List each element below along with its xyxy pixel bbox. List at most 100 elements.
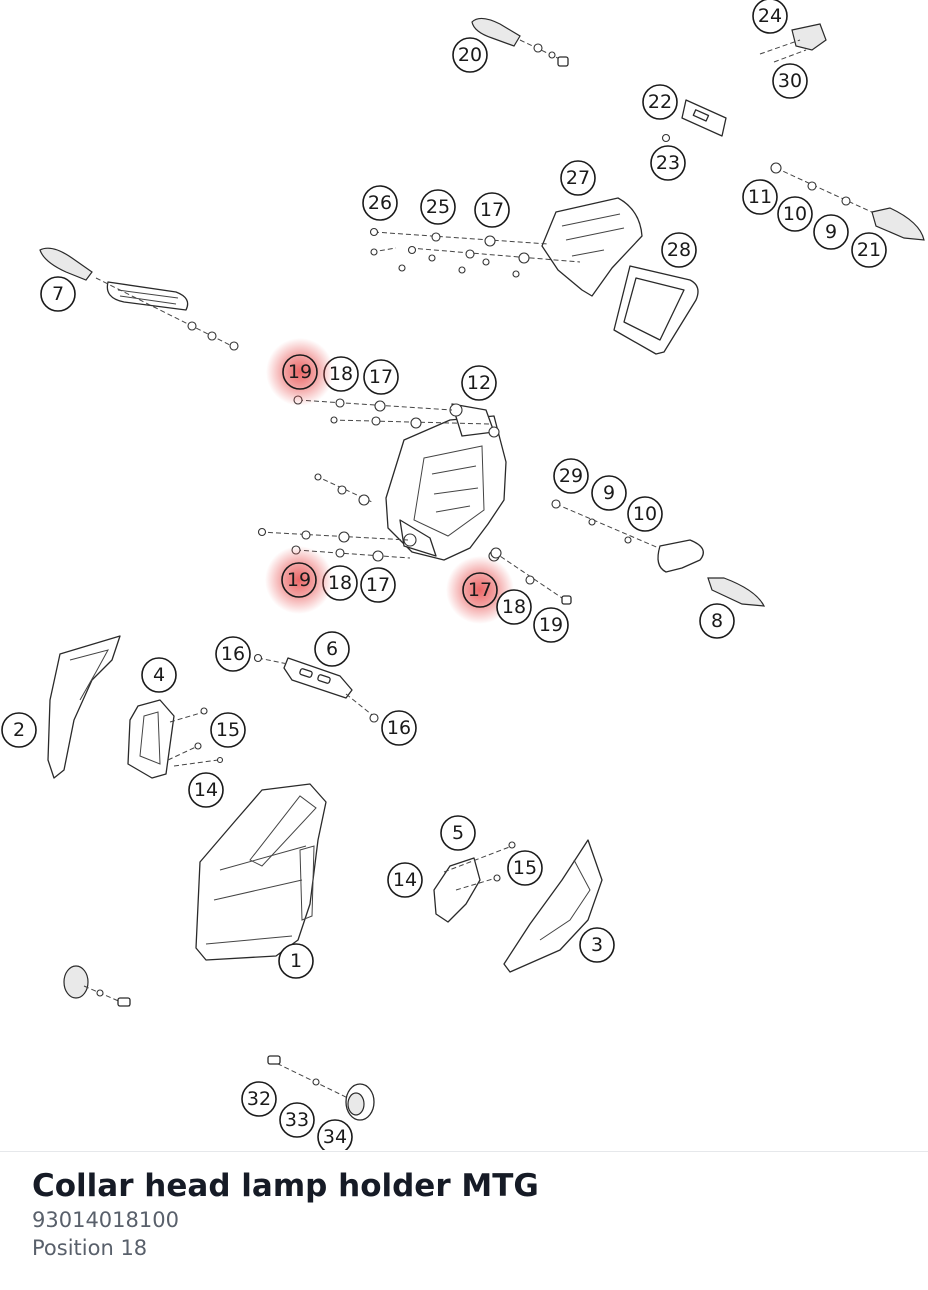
callout-label: 10 [783, 203, 807, 225]
callout-label: 19 [287, 569, 311, 591]
callout[interactable]: 26 [362, 185, 398, 221]
callout-label: 14 [194, 779, 218, 801]
callout-label: 17 [468, 579, 492, 601]
callout-label: 26 [368, 192, 392, 214]
callout-ring [420, 189, 456, 225]
callout-label: 30 [778, 70, 802, 92]
callout[interactable]: 14 [188, 772, 224, 808]
section-divider [0, 1151, 928, 1152]
callout-highlight-glow [265, 546, 333, 614]
callout-label: 9 [825, 221, 837, 243]
callout-ring [141, 657, 177, 693]
callout-label: 11 [748, 186, 772, 208]
callout-ring [1, 712, 37, 748]
callout-label: 15 [513, 857, 537, 879]
callout-ring [440, 815, 476, 851]
callout-label: 7 [52, 283, 64, 305]
callout[interactable]: 15 [507, 850, 543, 886]
callout-label: 25 [426, 196, 450, 218]
callout[interactable]: 23 [650, 145, 686, 181]
callout-ring [215, 636, 251, 672]
callout-label: 33 [285, 1109, 309, 1131]
callout-highlighted[interactable]: 19 [266, 338, 334, 406]
callout[interactable]: 27 [560, 160, 596, 196]
callout-label: 16 [221, 643, 245, 665]
callout-ring [452, 37, 488, 73]
callout[interactable]: 2 [1, 712, 37, 748]
callout[interactable]: 17 [360, 567, 396, 603]
callout[interactable]: 9 [813, 214, 849, 250]
callout-label: 10 [633, 503, 657, 525]
callout-label: 16 [387, 717, 411, 739]
callout[interactable]: 10 [777, 196, 813, 232]
callout-label: 17 [369, 366, 393, 388]
callout[interactable]: 33 [279, 1102, 315, 1138]
callout-label: 19 [288, 361, 312, 383]
callout[interactable]: 14 [387, 862, 423, 898]
callout-ring [642, 84, 678, 120]
callout-ring [279, 1102, 315, 1138]
callout-ring [363, 359, 399, 395]
callout[interactable]: 5 [440, 815, 476, 851]
callout[interactable]: 8 [699, 603, 735, 639]
callout[interactable]: 16 [215, 636, 251, 672]
callout[interactable]: 34 [317, 1119, 353, 1150]
callout-label: 17 [366, 574, 390, 596]
callout-label: 34 [323, 1126, 347, 1148]
callout-ring [474, 192, 510, 228]
callout-ring [362, 185, 398, 221]
callout[interactable]: 22 [642, 84, 678, 120]
callout[interactable]: 17 [474, 192, 510, 228]
callout-ring [591, 475, 627, 511]
callout[interactable]: 12 [461, 365, 497, 401]
callout-label: 22 [648, 91, 672, 113]
callout-ring [360, 567, 396, 603]
callout[interactable]: 25 [420, 189, 456, 225]
callout-ring [699, 603, 735, 639]
callout-ring [241, 1081, 277, 1117]
callout-ring [627, 496, 663, 532]
callout[interactable]: 28 [661, 232, 697, 268]
callout-highlighted[interactable]: 19 [265, 546, 333, 614]
callout-label: 19 [539, 614, 563, 636]
callout-ring [282, 354, 318, 390]
callout-ring [496, 589, 532, 625]
callout-label: 15 [216, 719, 240, 741]
callout-ring [317, 1119, 353, 1150]
callout-ring [188, 772, 224, 808]
callout[interactable]: 19 [533, 607, 569, 643]
callout[interactable]: 16 [381, 710, 417, 746]
callout[interactable]: 18 [496, 589, 532, 625]
callout[interactable]: 32 [241, 1081, 277, 1117]
callout[interactable]: 6 [314, 631, 350, 667]
callout-label: 8 [711, 610, 723, 632]
callout[interactable]: 30 [772, 63, 808, 99]
callout-ring [579, 927, 615, 963]
callout[interactable]: 21 [851, 232, 887, 268]
callout-label: 32 [247, 1088, 271, 1110]
callout[interactable]: 10 [627, 496, 663, 532]
callout[interactable]: 3 [579, 927, 615, 963]
callout[interactable]: 1 [278, 943, 314, 979]
callout[interactable]: 20 [452, 37, 488, 73]
callout-label: 5 [452, 822, 464, 844]
callout[interactable]: 24 [752, 0, 788, 34]
callout[interactable]: 17 [363, 359, 399, 395]
callout[interactable]: 4 [141, 657, 177, 693]
callout-label: 12 [467, 372, 491, 394]
callout-label: 2 [13, 719, 25, 741]
callout-ring [777, 196, 813, 232]
callout-ring [281, 562, 317, 598]
callout-label: 18 [502, 596, 526, 618]
callout-label: 18 [329, 363, 353, 385]
callout[interactable]: 15 [210, 712, 246, 748]
part-position: Position 18 [32, 1236, 148, 1260]
callout[interactable]: 7 [40, 276, 76, 312]
callout[interactable]: 9 [591, 475, 627, 511]
callout[interactable]: 11 [742, 179, 778, 215]
callout-label: 17 [480, 199, 504, 221]
callout-ring [461, 365, 497, 401]
callout[interactable]: 29 [553, 458, 589, 494]
part-number: 93014018100 [32, 1208, 179, 1232]
